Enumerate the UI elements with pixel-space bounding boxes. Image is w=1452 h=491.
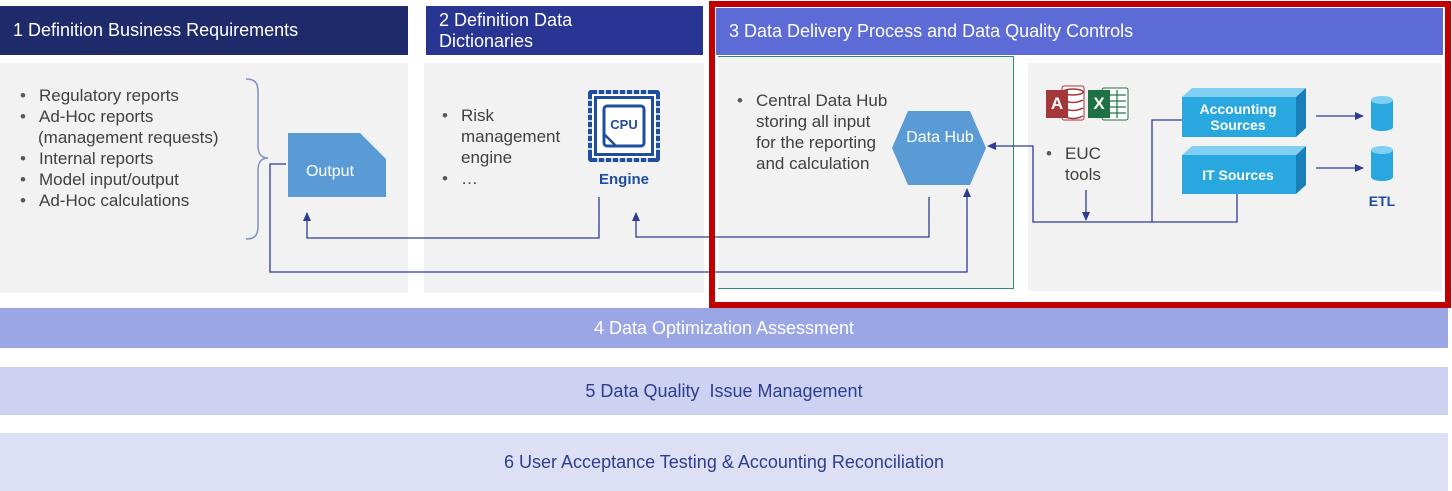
- accounting-sources-cube: [1182, 88, 1306, 137]
- bullet-item: Ad-Hoc reports: [17, 106, 262, 127]
- access-letter: A: [1050, 94, 1064, 113]
- curly-brace: [245, 78, 269, 240]
- database-icon: [1371, 146, 1393, 181]
- section-2-header: 2 Definition Data Dictionaries: [426, 6, 703, 55]
- it-sources-box: IT Sources: [1182, 155, 1294, 194]
- connector-hub-output: [303, 197, 600, 239]
- section-1-bullet-list: Regulatory reports Ad-Hoc reports (manag…: [17, 85, 262, 211]
- section-3-header: 3 Data Delivery Process and Data Quality…: [716, 8, 1443, 55]
- accounting-sources-box: Accounting Sources: [1182, 97, 1294, 137]
- data-hub-shape: [892, 111, 986, 185]
- band-label: 6 User Acceptance Testing & Accounting R…: [504, 451, 944, 472]
- it-sources-cube: [1182, 146, 1306, 194]
- bullet-item: Regulatory reports: [17, 85, 262, 106]
- output-label: Output: [305, 163, 355, 180]
- highlight-frame: [709, 1, 1451, 308]
- band-data-optimization: 4 Data Optimization Assessment: [0, 308, 1448, 348]
- band-label: 5 Data Quality Issue Management: [585, 380, 863, 401]
- it-sources-label: IT Sources: [1202, 167, 1274, 183]
- bullet-item: Internal reports: [17, 148, 262, 169]
- bullet-item: Risk management engine: [439, 105, 579, 168]
- band-data-quality-issue: 5 Data Quality Issue Management: [0, 367, 1448, 415]
- section-1-title: 1 Definition Business Requirements: [13, 20, 299, 40]
- output-shape: [288, 133, 386, 197]
- data-hub-label: Data Hub: [906, 129, 974, 146]
- band-label: 4 Data Optimization Assessment: [593, 317, 855, 338]
- connector-hub-engine: [632, 197, 930, 238]
- bullet-item: …: [439, 168, 579, 189]
- excel-letter: X: [1093, 94, 1105, 113]
- accounting-sources-label: Accounting Sources: [1199, 101, 1277, 133]
- bullet-item-continuation: (management requests): [38, 128, 219, 147]
- section-1-header: 1 Definition Business Requirements: [0, 6, 408, 55]
- section-3-title: 3 Data Delivery Process and Data Quality…: [729, 21, 1134, 41]
- engine-label: Engine: [598, 171, 649, 188]
- euc-tools-list: EUC tools: [1043, 143, 1133, 185]
- access-icon: [1046, 85, 1085, 121]
- excel-icon: [1088, 87, 1129, 121]
- etl-label: ETL: [1368, 193, 1396, 209]
- bullet-item: Central Data Hub storing all input for t…: [734, 90, 894, 174]
- bullet-item: Model input/output: [17, 169, 262, 190]
- euc-tools-label: EUC tools: [1043, 143, 1117, 185]
- cpu-icon: [588, 90, 660, 162]
- cpu-label: CPU: [610, 117, 638, 132]
- section-2-bullet-list: Risk management engine …: [439, 105, 579, 189]
- connector-accounting: [1151, 119, 1182, 222]
- section-3-bullet-list: Central Data Hub storing all input for t…: [734, 90, 894, 174]
- connector-sources-hub: [987, 142, 1238, 223]
- band-user-acceptance: 6 User Acceptance Testing & Accounting R…: [0, 433, 1448, 491]
- section-2-title: 2 Definition Data Dictionaries: [439, 9, 573, 51]
- database-icon: [1371, 96, 1393, 131]
- bullet-item: Ad-Hoc calculations: [17, 190, 262, 211]
- connector-output-hub: [269, 163, 971, 273]
